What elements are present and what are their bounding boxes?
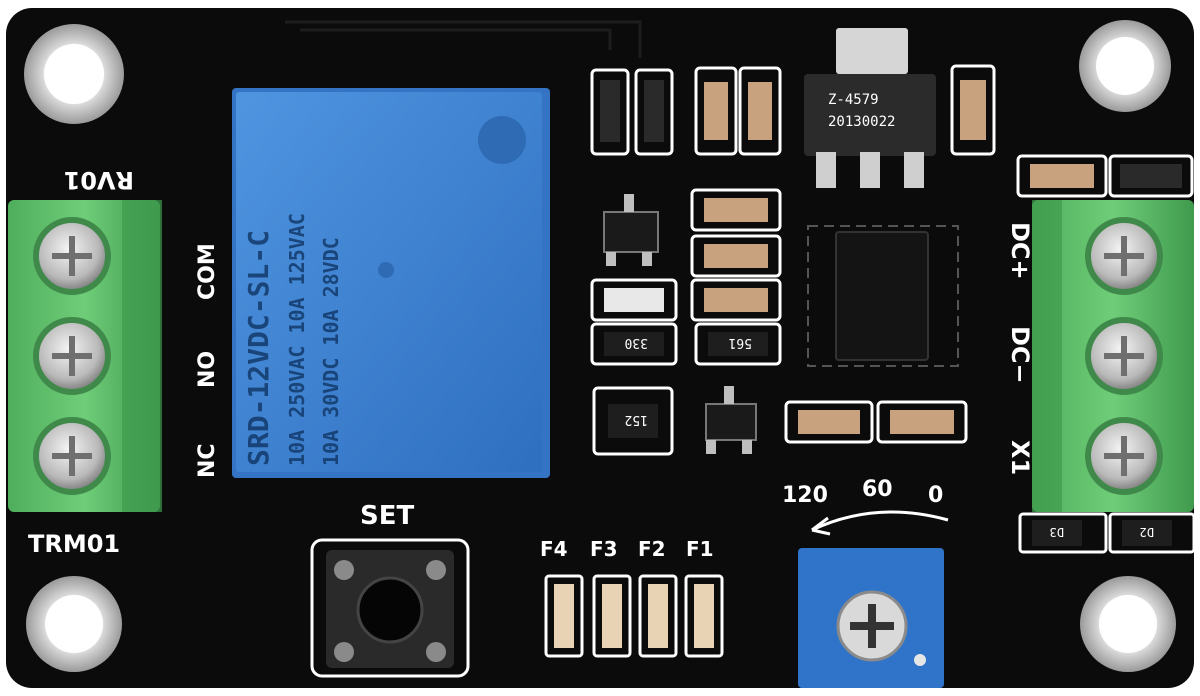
resistor-code-152: 152 [625,412,648,427]
diode-label-d3: D3 [1050,525,1064,539]
smd-resistor-561: 561 [694,322,782,366]
smd-component [590,68,630,156]
diode-label-d2: D2 [1140,525,1154,539]
label-set: SET [360,501,414,531]
led-f3 [592,574,632,658]
left-terminal-block [8,200,162,512]
screw-dc-plus [1085,217,1163,295]
smd-transistor [603,194,659,266]
smd-capacitor [1016,154,1108,198]
set-button[interactable] [310,538,470,678]
voltage-regulator: Z-4579 20130022 [804,28,936,188]
label-f4: F4 [540,537,568,561]
smd-capacitor [738,66,782,156]
label-nc: NC [195,443,220,478]
antenna-trace [285,20,642,58]
smd-capacitor [690,278,782,322]
smd-resistor-330: 330 [590,322,678,366]
smd-transistor [705,386,757,454]
label-x1: X1 [1006,440,1034,475]
smd-capacitor [690,188,782,232]
trimmer-potentiometer[interactable] [798,548,944,688]
smd-capacitor [694,66,738,156]
right-terminal-block [1032,200,1194,512]
relay-rating-ac: 10A 250VAC 10A 125VAC [285,213,309,466]
smd-led [590,278,678,322]
screw-x1 [1085,417,1163,495]
diode-d3: D3 [1018,512,1108,554]
resistor-code-330: 330 [625,335,648,350]
label-scale-120: 120 [782,483,828,508]
screw-nc [33,417,111,495]
mount-hole-bottom-left [26,576,122,672]
smd-capacitor [784,400,874,444]
label-scale-0: 0 [928,483,943,508]
label-dc-plus: DC+ [1006,222,1034,280]
label-trm01: TRM01 [28,530,120,558]
relay: SRD-12VDC-SL-C 10A 250VAC 10A 125VAC 10A… [232,88,550,478]
screw-com [33,217,111,295]
label-no: NO [195,351,220,388]
mount-hole-bottom-right [1080,576,1176,672]
label-com: COM [195,243,220,300]
smd-capacitor [690,234,782,278]
resistor-code-561: 561 [729,335,752,350]
regulator-marking-1: Z-4579 [828,92,879,108]
label-f2: F2 [638,537,666,561]
smd-component [634,68,674,156]
led-f4 [544,574,584,658]
relay-rating-dc: 10A 30VDC 10A 28VDC [319,237,343,466]
label-scale-60: 60 [862,477,893,502]
relay-model-text: SRD-12VDC-SL-C [242,230,275,466]
label-rv01: RV01 [64,166,134,194]
rotation-arrow [811,510,949,532]
microcontroller-chip [807,225,959,367]
smd-component [1108,154,1194,198]
smd-capacitor [950,64,996,156]
led-f2 [638,574,678,658]
led-f1 [684,574,724,658]
label-dc-minus: DC− [1006,326,1034,384]
smd-resistor-array-152: 152 [592,386,674,456]
screw-no [33,317,111,395]
mount-hole-top-left [24,24,124,124]
regulator-marking-2: 20130022 [828,114,895,130]
diode-d2: D2 [1108,512,1196,554]
mount-hole-top-right [1079,20,1171,112]
rotation-arrowhead [811,516,831,536]
label-f3: F3 [590,537,618,561]
smd-capacitor [876,400,968,444]
label-f1: F1 [686,537,714,561]
screw-dc-minus [1085,317,1163,395]
